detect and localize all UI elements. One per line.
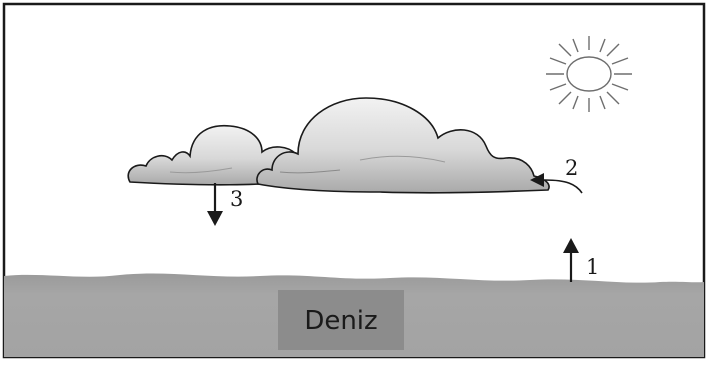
- sea: Deniz: [4, 273, 704, 357]
- sun-icon: [546, 36, 632, 112]
- sea-label: Deniz: [304, 306, 377, 336]
- sea-label-box: [278, 290, 404, 350]
- step-2-label: 2: [565, 156, 578, 180]
- step-1-label: 1: [586, 255, 599, 279]
- step-3-label: 3: [230, 187, 243, 211]
- cloud-icon: [127, 97, 550, 194]
- arrow-up-icon: [563, 238, 579, 282]
- arrow-down-icon: [207, 183, 223, 226]
- curved-arrow-icon: [530, 173, 583, 194]
